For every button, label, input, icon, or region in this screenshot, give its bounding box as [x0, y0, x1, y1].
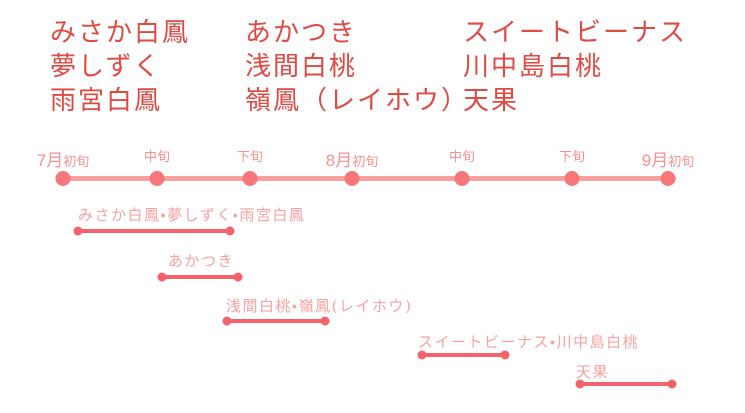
variety-column-1: みさか白鳳夢しずく雨宮白鳳: [50, 16, 190, 118]
variety-column-3: スイートビーナス川中島白桃天果: [463, 16, 687, 118]
variety-name: 川中島白桃: [463, 52, 604, 82]
tick-month-text: 7月: [36, 151, 64, 170]
timeline-dot: [344, 170, 360, 186]
tick-part-text: 中旬: [448, 149, 476, 164]
variety-name: みさか白鳳: [50, 18, 191, 48]
harvest-period-bar: [162, 275, 238, 279]
bar-end-dot: [320, 316, 330, 326]
tick-part-text: 初旬: [668, 154, 695, 169]
variety-name: スイートビーナス: [463, 18, 688, 48]
tick-part-text: 初旬: [63, 154, 90, 169]
timeline-dot: [660, 170, 676, 186]
timeline-dot: [564, 170, 580, 186]
bar-end-dot: [225, 226, 235, 236]
variety-name: 浅間白桃: [245, 52, 358, 82]
tick-label: 中旬: [449, 146, 475, 166]
harvest-period-bar: [580, 382, 672, 386]
bar-end-dot: [500, 350, 510, 360]
bar-end-dot: [667, 379, 677, 389]
variety-name: 夢しずく: [50, 52, 162, 82]
bar-start-dot: [73, 226, 83, 236]
tick-part-text: 初旬: [352, 154, 379, 169]
tick-part-text: 中旬: [143, 149, 171, 164]
timeline-dot: [242, 170, 258, 186]
variety-name: 雨宮白鳳: [50, 86, 163, 116]
harvest-row-label: スイートビーナス・川中島白桃: [418, 333, 640, 351]
harvest-row-label: みさか白鳳・夢しずく・雨宮白鳳: [78, 206, 306, 224]
bar-start-dot: [417, 350, 427, 360]
bar-start-dot: [157, 272, 167, 282]
variety-column-2: あかつき浅間白桃嶺鳳（レイホウ）: [245, 16, 469, 118]
timeline-dot: [55, 170, 71, 186]
variety-name: 嶺鳳（レイホウ）: [245, 86, 470, 116]
variety-name: あかつき: [245, 18, 358, 48]
harvest-row-label: あかつき: [168, 252, 235, 270]
tick-month-text: 9月: [641, 151, 669, 170]
tick-part-text: 下旬: [236, 149, 264, 164]
tick-part-text: 下旬: [558, 149, 586, 164]
harvest-period-bar: [227, 319, 325, 323]
tick-label: 9月初旬: [642, 146, 694, 171]
timeline-line: [58, 175, 676, 181]
tick-label: 下旬: [559, 146, 585, 166]
harvest-row-label: 天果: [576, 363, 610, 381]
tick-label: 8月初旬: [326, 146, 378, 171]
timeline-dot: [149, 170, 165, 186]
harvest-period-bar: [78, 229, 230, 233]
bar-start-dot: [575, 379, 585, 389]
harvest-period-bar: [422, 353, 505, 357]
tick-label: 中旬: [144, 146, 170, 166]
bar-start-dot: [222, 316, 232, 326]
tick-month-text: 8月: [325, 151, 353, 170]
timeline-dot: [454, 170, 470, 186]
tick-label: 下旬: [237, 146, 263, 166]
tick-label: 7月初旬: [37, 146, 89, 171]
bar-end-dot: [233, 272, 243, 282]
variety-name: 天果: [463, 86, 520, 116]
harvest-row-label: 浅間白桃・嶺鳳(レイホウ): [226, 297, 413, 315]
